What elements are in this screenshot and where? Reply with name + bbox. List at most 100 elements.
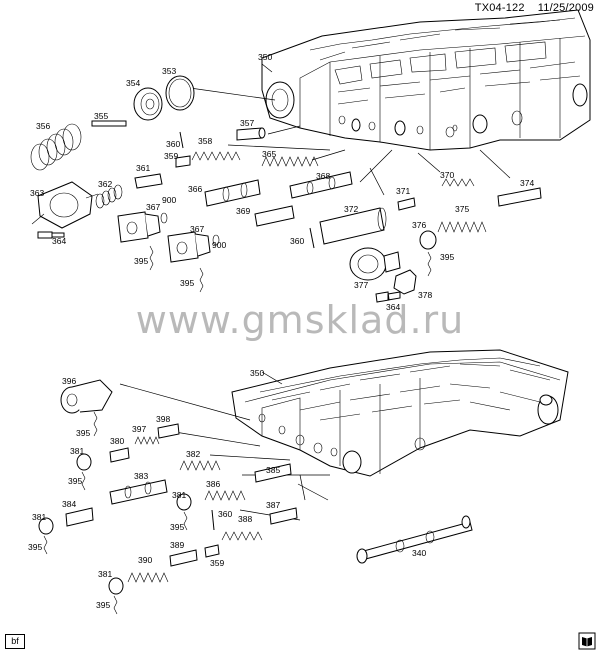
valve-357 bbox=[236, 127, 263, 141]
spring-375 bbox=[437, 221, 487, 233]
callout-label: 900 bbox=[212, 240, 226, 250]
callout-label: 387 bbox=[266, 500, 280, 510]
callout-label: 376 bbox=[412, 220, 426, 230]
solenoid-377 bbox=[349, 247, 401, 281]
solenoid-367-a bbox=[117, 211, 161, 243]
callout-label: 365 bbox=[262, 149, 276, 159]
o-ring-353 bbox=[165, 75, 195, 111]
upper-parts bbox=[30, 75, 542, 303]
watermark: www.gmsklad.ru bbox=[135, 298, 465, 342]
callout-label: 360 bbox=[218, 509, 232, 519]
spring-365 bbox=[261, 156, 319, 167]
callout-label: 355 bbox=[94, 111, 108, 121]
callout-label: 375 bbox=[455, 204, 469, 214]
callout-label: 360 bbox=[290, 236, 304, 246]
callout-label: 358 bbox=[198, 136, 212, 146]
callout-label: 364 bbox=[52, 236, 66, 246]
valve-361 bbox=[134, 173, 163, 189]
plug-371 bbox=[397, 197, 416, 211]
callout-label: 386 bbox=[206, 479, 220, 489]
callout-label: 340 bbox=[412, 548, 426, 558]
callout-label: 385 bbox=[266, 465, 280, 475]
piston-354 bbox=[133, 87, 163, 121]
callout-label: 388 bbox=[238, 514, 252, 524]
callout-label: 395 bbox=[28, 542, 42, 552]
callout-label: 353 bbox=[162, 66, 176, 76]
callout-label: 350 bbox=[250, 368, 264, 378]
clip-395-e bbox=[81, 471, 86, 491]
callout-label: 398 bbox=[156, 414, 170, 424]
o-ring-900-b bbox=[212, 234, 220, 246]
upper-valve-body bbox=[261, 9, 591, 151]
diagram-header: TX04-122 11/25/2009 bbox=[475, 2, 594, 14]
valve-398 bbox=[157, 423, 180, 439]
plug-381-b bbox=[176, 493, 192, 511]
diagram-date: 11/25/2009 bbox=[537, 2, 594, 14]
valve-368 bbox=[289, 171, 353, 199]
callout-label: 350 bbox=[258, 52, 272, 62]
callout-label: 381 bbox=[70, 446, 84, 456]
callout-label: 362 bbox=[98, 179, 112, 189]
clip-395-d bbox=[93, 411, 98, 437]
spring-388 bbox=[221, 531, 263, 541]
plug-359-b bbox=[204, 544, 220, 558]
callout-label: 364 bbox=[386, 302, 400, 312]
callout-label: 354 bbox=[126, 78, 140, 88]
valve-369 bbox=[254, 205, 295, 227]
o-ring-900-a bbox=[160, 212, 168, 224]
pin-355 bbox=[91, 120, 127, 127]
valve-380 bbox=[109, 447, 130, 463]
callout-label: 378 bbox=[418, 290, 432, 300]
callout-label: 381 bbox=[172, 490, 186, 500]
callout-label: 383 bbox=[134, 471, 148, 481]
plug-381-d bbox=[108, 577, 124, 595]
callout-label: 370 bbox=[440, 170, 454, 180]
valve-366 bbox=[204, 179, 261, 207]
callout-label: 900 bbox=[162, 195, 176, 205]
solenoid-367-b bbox=[167, 231, 211, 263]
valve-387 bbox=[269, 507, 298, 525]
cover-363 bbox=[37, 181, 93, 229]
solenoid-372 bbox=[319, 207, 385, 245]
callout-label: 395 bbox=[170, 522, 184, 532]
plug-381-a bbox=[76, 453, 92, 471]
valve-383 bbox=[109, 479, 168, 505]
spring-386 bbox=[204, 490, 246, 501]
callout-label: 367 bbox=[190, 224, 204, 234]
callout-label: 390 bbox=[138, 555, 152, 565]
pin-360-b bbox=[309, 227, 315, 249]
callout-label: 371 bbox=[396, 186, 410, 196]
callout-label: 380 bbox=[110, 436, 124, 446]
callout-label: 381 bbox=[32, 512, 46, 522]
valve-389 bbox=[169, 549, 198, 567]
bracket-378 bbox=[393, 269, 417, 295]
callout-label: 395 bbox=[96, 600, 110, 610]
callout-label: 369 bbox=[236, 206, 250, 216]
lower-valve-body bbox=[231, 349, 569, 477]
upper-leader-lines bbox=[189, 63, 511, 196]
valve-374 bbox=[497, 187, 542, 207]
callout-label: 359 bbox=[210, 558, 224, 568]
callout-label: 395 bbox=[76, 428, 90, 438]
callout-label: 363 bbox=[30, 188, 44, 198]
plug-359 bbox=[175, 155, 191, 168]
callout-label: 367 bbox=[146, 202, 160, 212]
callout-label: 395 bbox=[134, 256, 148, 266]
callout-label: 395 bbox=[440, 252, 454, 262]
callout-label: 366 bbox=[188, 184, 202, 194]
spring-358 bbox=[191, 151, 241, 161]
plug-376 bbox=[419, 230, 437, 250]
callout-label: 384 bbox=[62, 499, 76, 509]
callout-label: 389 bbox=[170, 540, 184, 550]
spring-382 bbox=[179, 460, 221, 471]
spring-397 bbox=[134, 436, 160, 445]
callout-label: 372 bbox=[344, 204, 358, 214]
clip-395-b bbox=[199, 267, 204, 293]
callout-label: 377 bbox=[354, 280, 368, 290]
callout-label: 360 bbox=[166, 139, 180, 149]
valve-384 bbox=[65, 507, 94, 527]
spring-362 bbox=[95, 184, 123, 209]
callout-label: 368 bbox=[316, 171, 330, 181]
clip-395-f bbox=[43, 535, 48, 555]
